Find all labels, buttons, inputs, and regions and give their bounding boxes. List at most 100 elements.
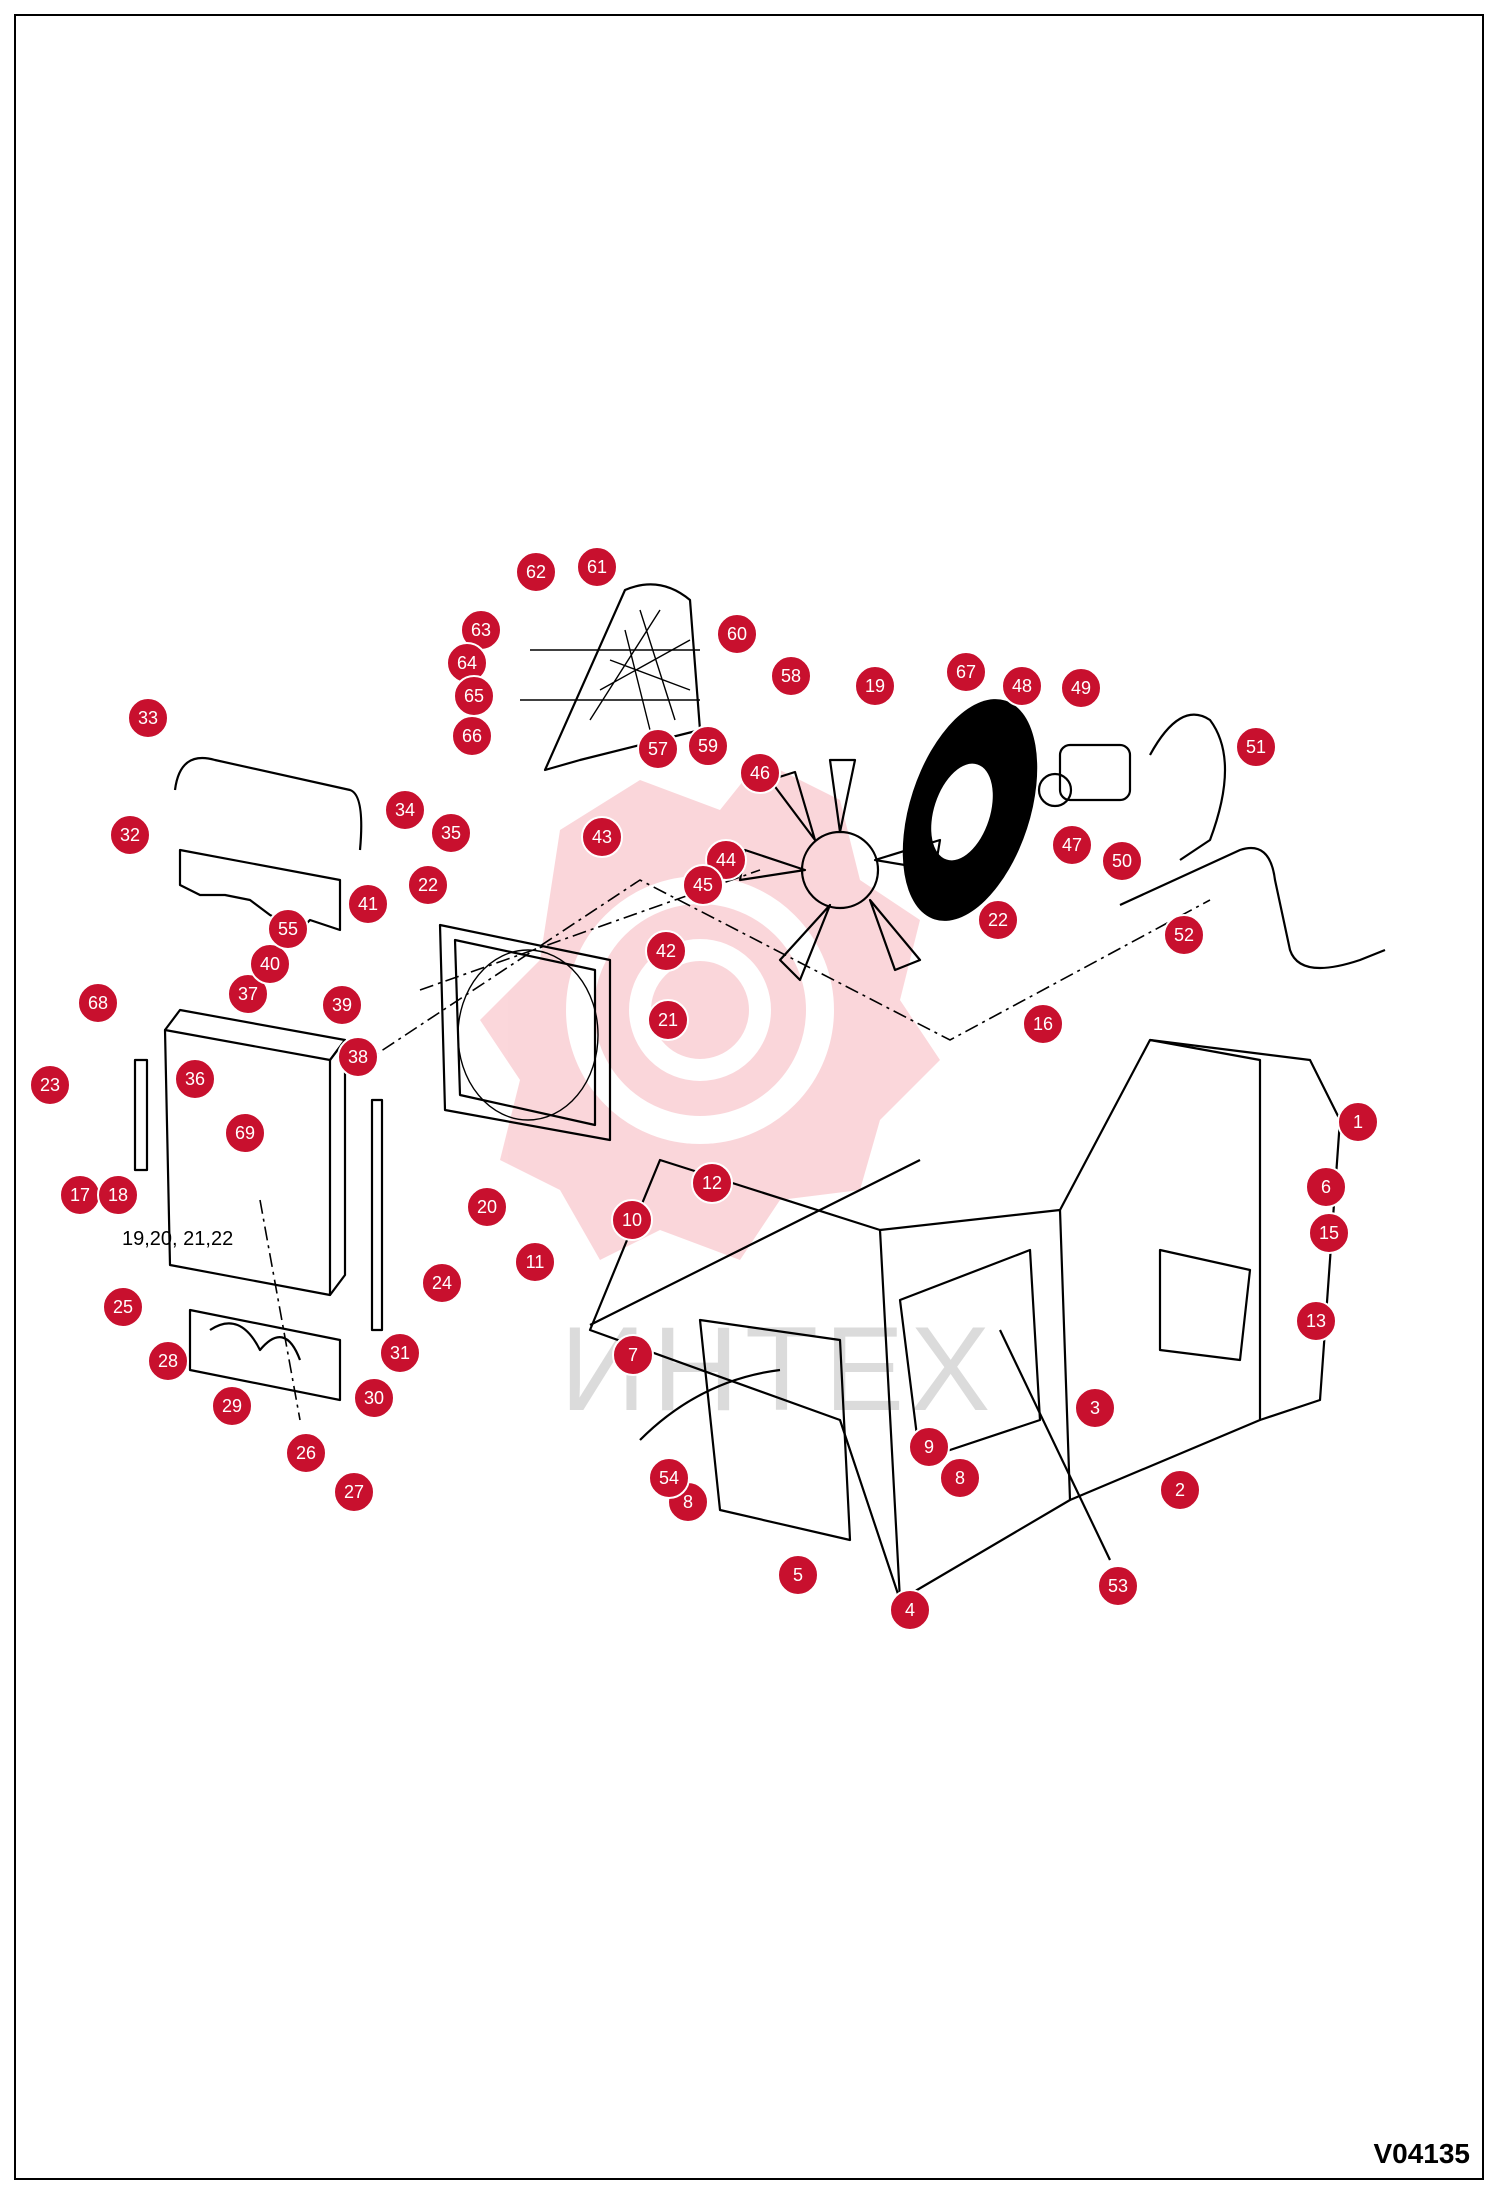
callout-17: 17 <box>59 1174 101 1216</box>
callout-43: 43 <box>581 816 623 858</box>
callout-marker <box>77 982 119 1024</box>
callout-number: 40 <box>260 954 280 974</box>
callout-39: 39 <box>321 984 363 1026</box>
callout-number: 55 <box>278 919 298 939</box>
callout-11: 11 <box>514 1241 556 1283</box>
callout-25: 25 <box>102 1286 144 1328</box>
callout-number: 11 <box>526 1252 545 1272</box>
callout-2: 2 <box>1159 1469 1201 1511</box>
callout-5: 5 <box>777 1554 819 1596</box>
callout-number: 46 <box>750 763 770 783</box>
callout-52: 52 <box>1163 914 1205 956</box>
callout-marker <box>645 930 687 972</box>
callout-8: 8 <box>939 1457 981 1499</box>
callout-marker <box>770 655 812 697</box>
callout-number: 5 <box>793 1565 803 1585</box>
callout-marker <box>611 1199 653 1241</box>
callout-number: 67 <box>956 662 976 682</box>
callout-41: 41 <box>347 883 389 925</box>
callout-26: 26 <box>285 1432 327 1474</box>
callout-number: 66 <box>462 726 482 746</box>
callout-marker <box>1235 726 1277 768</box>
callout-number: 61 <box>587 557 607 577</box>
callout-29: 29 <box>211 1385 253 1427</box>
callout-number: 6 <box>1321 1177 1331 1197</box>
callout-12: 12 <box>691 1162 733 1204</box>
callout-marker <box>430 812 472 854</box>
callout-number: 26 <box>296 1443 316 1463</box>
callout-13: 13 <box>1295 1300 1337 1342</box>
callout-marker <box>515 551 557 593</box>
callout-31: 31 <box>379 1332 421 1374</box>
callout-64: 64 <box>446 642 488 684</box>
callout-number: 7 <box>628 1345 638 1365</box>
callout-number: 18 <box>108 1185 128 1205</box>
callout-58: 58 <box>770 655 812 697</box>
callout-38: 38 <box>337 1036 379 1078</box>
callout-24: 24 <box>421 1262 463 1304</box>
callout-number: 69 <box>235 1123 255 1143</box>
callout-number: 45 <box>693 875 713 895</box>
callout-number: 8 <box>683 1492 693 1512</box>
callout-marker <box>285 1432 327 1474</box>
callout-number: 24 <box>432 1273 452 1293</box>
callout-number: 65 <box>464 686 484 706</box>
callout-number: 57 <box>648 739 668 759</box>
callout-marker <box>407 864 449 906</box>
callout-number: 38 <box>348 1047 368 1067</box>
callout-marker <box>227 973 269 1015</box>
assembly-axis-line <box>359 879 1211 1066</box>
callout-marker <box>648 1457 690 1499</box>
callout-marker <box>333 1471 375 1513</box>
callout-15: 15 <box>1308 1212 1350 1254</box>
callout-marker <box>889 1589 931 1631</box>
callout-number: 16 <box>1033 1014 1053 1034</box>
callout-marker <box>945 651 987 693</box>
callout-9: 9 <box>908 1426 950 1468</box>
callout-number: 37 <box>238 984 258 1004</box>
callout-3: 3 <box>1074 1387 1116 1429</box>
callout-number: 29 <box>222 1396 242 1416</box>
callout-number: 53 <box>1108 1576 1128 1596</box>
callout-number: 8 <box>955 1468 965 1488</box>
callout-number: 32 <box>120 825 140 845</box>
callout-36: 36 <box>174 1058 216 1100</box>
callout-18: 18 <box>97 1174 139 1216</box>
callout-number: 25 <box>113 1297 133 1317</box>
callout-marker <box>1159 1469 1201 1511</box>
callout-32: 32 <box>109 814 151 856</box>
coolant-hose <box>1119 847 1386 970</box>
fan-blade-assembly <box>738 758 942 982</box>
seal-strip <box>370 1098 384 1332</box>
callout-marker <box>353 1377 395 1419</box>
callout-30: 30 <box>353 1377 395 1419</box>
callout-marker <box>1060 667 1102 709</box>
callout-48: 48 <box>1001 665 1043 707</box>
callout-54: 54 <box>648 1457 690 1499</box>
callout-marker <box>249 943 291 985</box>
callout-number: 34 <box>395 800 415 820</box>
callout-marker <box>384 789 426 831</box>
callout-51: 51 <box>1235 726 1277 768</box>
callout-number: 19 <box>865 676 885 696</box>
callout-number: 49 <box>1071 678 1091 698</box>
callout-marker <box>97 1174 139 1216</box>
callout-number: 2 <box>1175 1480 1185 1500</box>
callout-number: 52 <box>1174 925 1194 945</box>
callout-number: 42 <box>656 941 676 961</box>
callout-4: 4 <box>889 1589 931 1631</box>
callout-number: 50 <box>1112 851 1132 871</box>
callout-47: 47 <box>1051 824 1093 866</box>
callout-53: 53 <box>1097 1565 1139 1607</box>
callout-66: 66 <box>451 715 493 757</box>
callout-number: 9 <box>924 1437 934 1457</box>
callout-marker <box>1097 1565 1139 1607</box>
callout-marker <box>939 1457 981 1499</box>
callout-68: 68 <box>77 982 119 1024</box>
callout-number: 60 <box>727 624 747 644</box>
callout-40: 40 <box>249 943 291 985</box>
callout-60: 60 <box>716 613 758 655</box>
seal-strip-left <box>133 1058 149 1172</box>
callout-number: 27 <box>344 1482 364 1502</box>
